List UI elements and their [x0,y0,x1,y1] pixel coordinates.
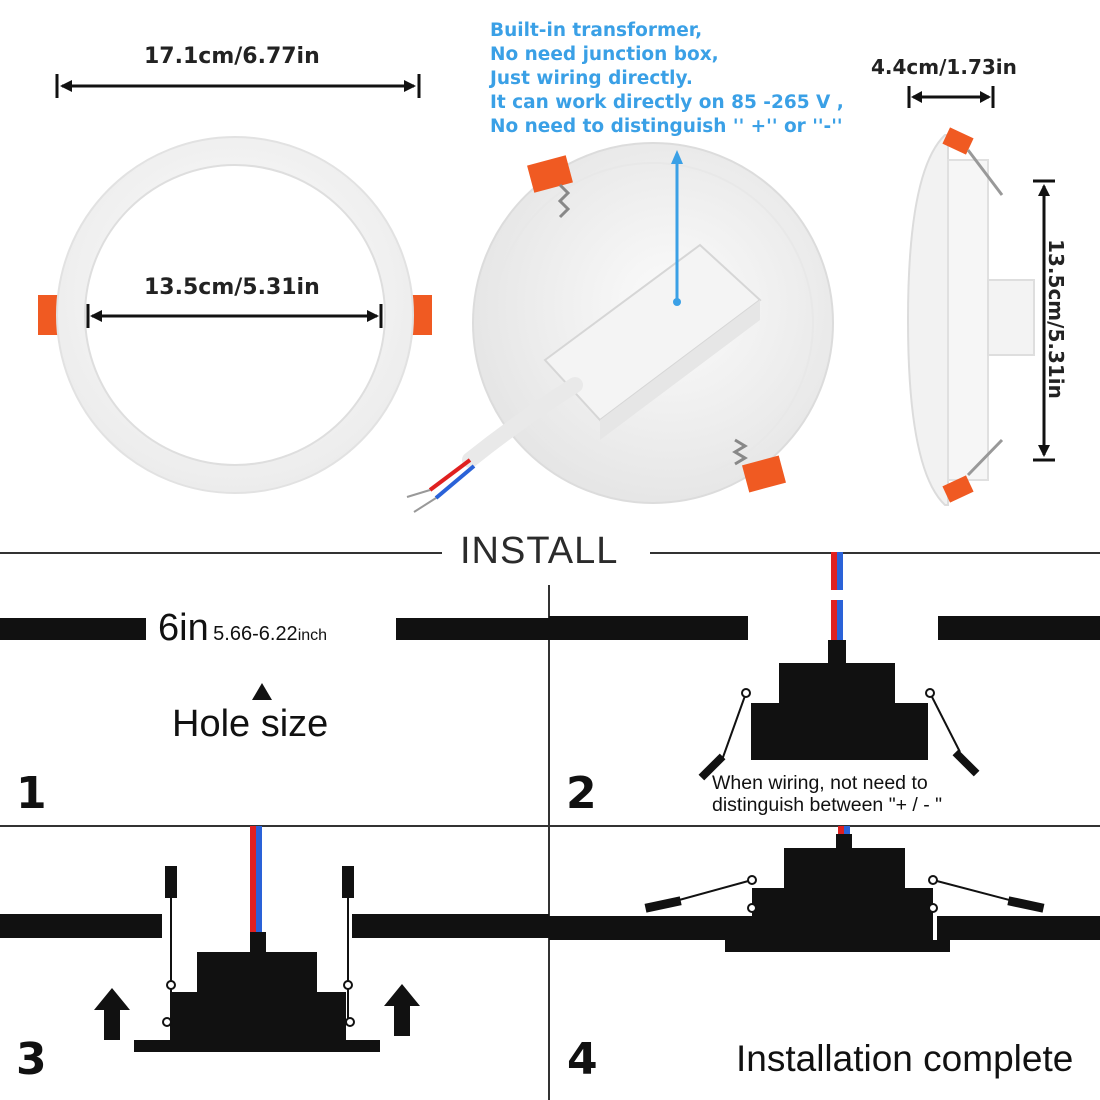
step4-illustration [549,826,1100,952]
triangle-up-icon [252,683,272,700]
wiring-note-line: When wiring, not need to [712,772,928,794]
hole-size-value: 6in 5.66-6.22inch [158,607,327,650]
step-number-4: 4 [567,1034,598,1085]
note-line: No need to distinguish '' +'' or ''-'' [490,116,843,137]
hole-size-label: Hole size [172,703,329,745]
back-view-illustration [406,142,834,513]
installation-complete-label: Installation complete [736,1038,1074,1079]
step1-ceiling [0,618,549,640]
inner-diameter-label: 13.5cm/5.31in [144,275,320,300]
note-line: No need junction box, [490,44,719,65]
height-label: 4.4cm/1.73in [871,55,1017,79]
hole-size-range: 5.66-6.22 [213,623,298,645]
step-number-1: 1 [16,768,47,819]
step-number-2: 2 [566,768,597,819]
note-line: Just wiring directly. [490,68,693,89]
step3-illustration [0,826,549,1052]
note-line: It can work directly on 85 -265 V , [490,92,844,113]
install-title: INSTALL [460,530,619,572]
hole-size-main: 6in [158,607,209,649]
arrow-up-icon [384,984,420,1036]
transformer-note: Built-in transformer, No need junction b… [490,19,844,139]
outer-diameter-label: 17.1cm/6.77in [144,44,320,69]
step2-illustration [549,552,1100,781]
wiring-note: When wiring, not need to distinguish bet… [712,772,942,816]
step-number-3: 3 [16,1034,47,1085]
wiring-note-line: distinguish between "+ / - " [712,794,943,816]
note-line: Built-in transformer, [490,20,703,41]
arrow-up-icon [94,988,130,1040]
front-view-illustration [38,74,432,494]
hole-size-unit: inch [297,627,328,644]
side-view-illustration [906,86,1055,506]
